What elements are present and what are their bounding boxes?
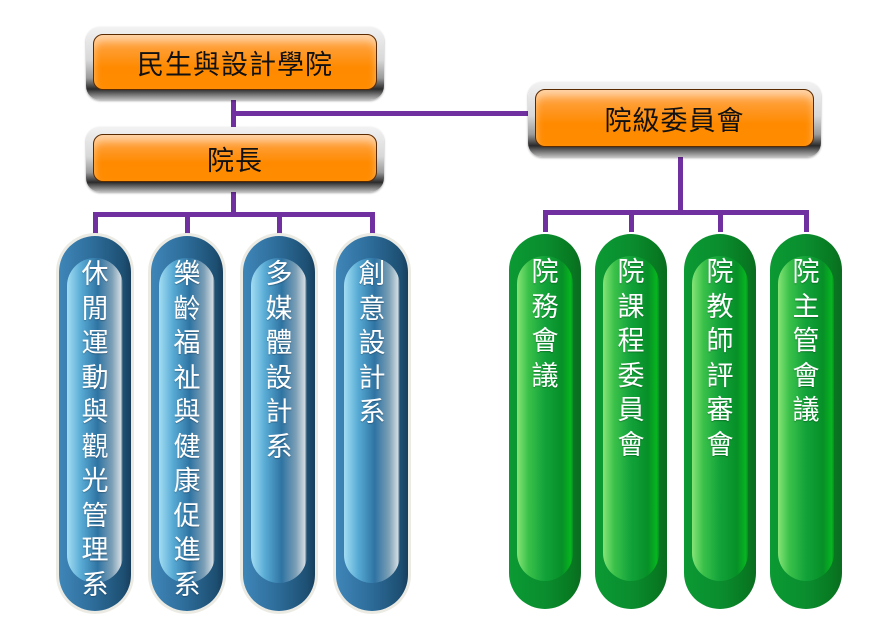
connector-root-to-committee: [231, 111, 531, 116]
label-char: 計: [358, 362, 386, 394]
department-pill[interactable]: 多媒體設計系: [243, 236, 315, 611]
label-char: 務: [531, 291, 559, 323]
label-char: 理: [81, 535, 109, 566]
label-char: 會: [531, 326, 559, 357]
label-char: 多: [265, 259, 293, 290]
label-char: 與: [81, 397, 109, 428]
label-char: 主: [792, 291, 820, 323]
connector-dept-branch: [93, 212, 375, 217]
label-char: 祉: [173, 362, 201, 394]
label-char: 員: [617, 395, 645, 426]
label-char: 會: [706, 429, 734, 461]
label-char: 審: [706, 395, 734, 426]
connector-dept-drop-4: [370, 212, 375, 234]
label-char: 設: [358, 328, 386, 359]
connector-meeting-drop-2: [629, 210, 634, 232]
label-char: 管: [81, 500, 109, 532]
label-char: 計: [265, 397, 293, 428]
department-label: 休閒運動與觀光管理系: [59, 258, 131, 603]
label-char: 設: [265, 362, 293, 394]
label-char: 院: [531, 257, 559, 288]
label-char: 師: [706, 326, 734, 357]
dean-box[interactable]: 院長: [86, 127, 384, 192]
meeting-label: 院務會議: [509, 256, 581, 394]
label-char: 院: [792, 257, 820, 288]
label-char: 委: [617, 360, 645, 392]
label-char: 休: [81, 259, 109, 290]
department-label: 創意設計系: [336, 258, 408, 431]
meeting-pill[interactable]: 院主管會議: [770, 234, 842, 609]
label-char: 院: [706, 257, 734, 288]
label-char: 評: [706, 360, 734, 392]
meeting-label: 院課程委員會: [595, 256, 667, 463]
label-char: 議: [792, 395, 820, 426]
connector-committee-trunk: [678, 155, 683, 213]
connector-dept-drop-3: [277, 212, 282, 234]
label-char: 系: [265, 431, 293, 463]
department-pill[interactable]: 樂齡福祉與健康促進系: [151, 236, 223, 611]
label-char: 樂: [173, 259, 201, 290]
label-char: 系: [81, 569, 109, 601]
label-char: 創: [358, 259, 386, 290]
label-char: 院: [617, 257, 645, 288]
label-char: 教: [706, 291, 734, 323]
label-char: 康: [173, 466, 201, 497]
connector-dept-drop-1: [93, 212, 98, 234]
label-char: 福: [173, 328, 201, 359]
committee-label: 院級委員會: [604, 105, 745, 137]
label-char: 意: [358, 293, 386, 325]
connector-meeting-drop-4: [804, 210, 809, 232]
college-box[interactable]: 民生與設計學院: [86, 27, 384, 100]
label-char: 觀: [81, 431, 109, 463]
meeting-label: 院主管會議: [770, 256, 842, 429]
committee-box[interactable]: 院級委員會: [528, 82, 821, 157]
label-char: 程: [617, 326, 645, 357]
label-char: 議: [531, 360, 559, 392]
label-char: 光: [81, 466, 109, 497]
label-char: 與: [173, 397, 201, 428]
connector-dept-drop-2: [185, 212, 190, 234]
department-pill[interactable]: 休閒運動與觀光管理系: [59, 236, 131, 611]
label-char: 課: [617, 291, 645, 323]
label-char: 體: [265, 328, 293, 359]
label-char: 動: [81, 362, 109, 394]
dean-label: 院長: [207, 145, 263, 177]
department-pill[interactable]: 創意設計系: [336, 236, 408, 611]
label-char: 促: [173, 500, 201, 532]
connector-meeting-drop-3: [718, 210, 723, 232]
label-char: 系: [358, 397, 386, 428]
label-char: 健: [173, 431, 201, 463]
label-char: 會: [792, 360, 820, 392]
label-char: 會: [617, 429, 645, 461]
connector-meeting-drop-1: [543, 210, 548, 232]
label-char: 齡: [173, 293, 201, 325]
meeting-pill[interactable]: 院教師評審會: [684, 234, 756, 609]
meeting-pill[interactable]: 院務會議: [509, 234, 581, 609]
label-char: 閒: [81, 293, 109, 325]
label-char: 進: [173, 535, 201, 566]
department-label: 多媒體設計系: [243, 258, 315, 465]
label-char: 系: [173, 569, 201, 601]
connector-meeting-branch: [543, 210, 809, 215]
meeting-label: 院教師評審會: [684, 256, 756, 463]
connector-dean-trunk: [231, 190, 236, 216]
label-char: 媒: [265, 293, 293, 325]
department-label: 樂齡福祉與健康促進系: [151, 258, 223, 603]
college-label: 民生與設計學院: [137, 49, 333, 81]
label-char: 運: [81, 328, 109, 359]
meeting-pill[interactable]: 院課程委員會: [595, 234, 667, 609]
label-char: 管: [792, 326, 820, 357]
